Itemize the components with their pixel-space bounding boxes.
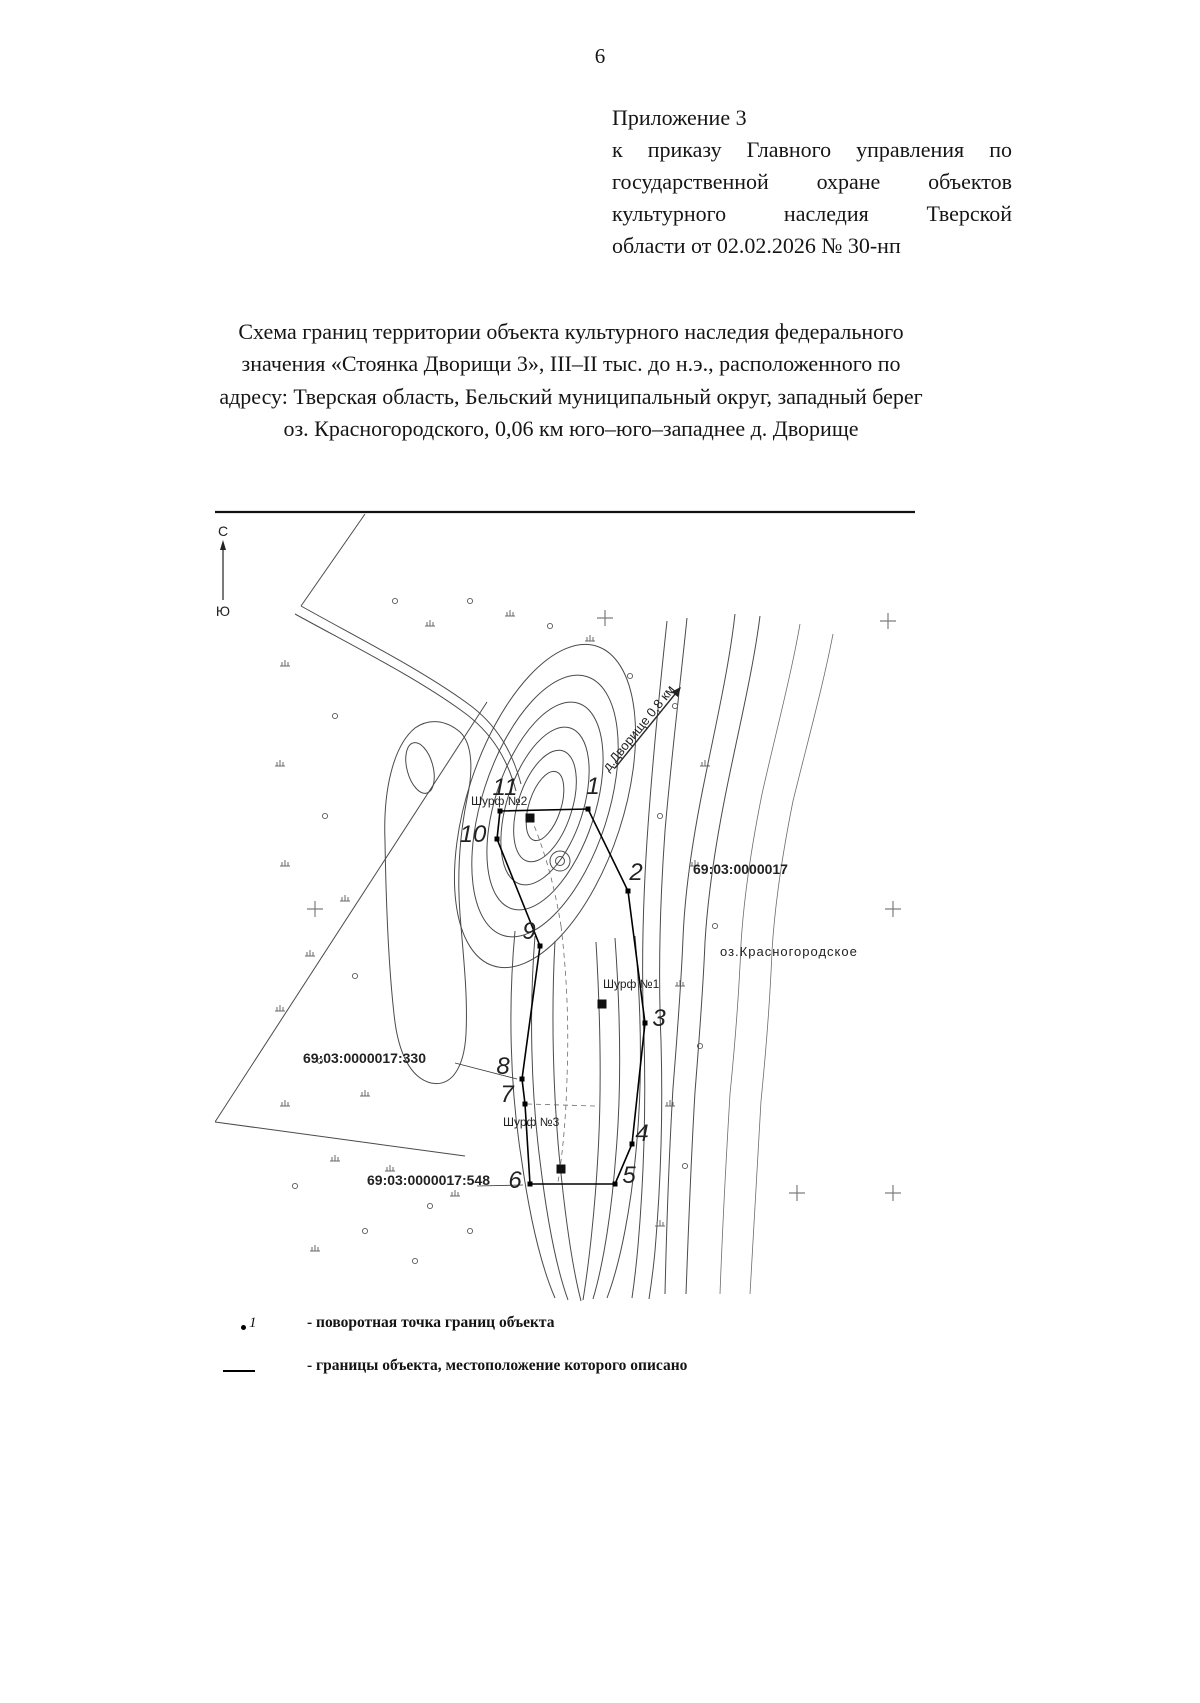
cadastral-label-2: 69:03:0000017:330 (303, 1050, 426, 1066)
order-line: к приказу Главного управления по (612, 136, 1012, 162)
order-line: культурного наследия Тверской (612, 200, 1012, 226)
cadastral-label-1: 69:03:0000017 (693, 861, 788, 877)
point-number-8: 8 (496, 1053, 510, 1080)
turning-point-5 (612, 1181, 618, 1187)
point-number-10: 10 (460, 821, 487, 848)
test-pit-label-3: Шурф №3 (503, 1115, 560, 1129)
point-number-6: 6 (508, 1167, 522, 1194)
point-dot-icon (241, 1324, 246, 1330)
compass-north-label: С (218, 523, 228, 539)
test-pits: Шурф №2 Шурф №1 Шурф №3 (471, 794, 660, 1174)
north-arrow: С Ю (216, 523, 230, 619)
site-plan-map: С Ю (215, 510, 915, 1302)
legend-text: - поворотная точка границ объекта (307, 1314, 555, 1331)
lake-label: оз.Красногородское (720, 944, 858, 959)
boundary-line-symbol (215, 1360, 307, 1372)
point-number-11: 11 (493, 774, 518, 801)
turning-point-11 (497, 808, 503, 814)
site-plan-figure: С Ю (215, 506, 915, 1316)
boundary-line-icon (223, 1370, 255, 1372)
terrain-symbols (274, 597, 719, 1265)
order-line: области от 02.02.2026 № 30-нп (612, 232, 901, 258)
grid-crosses (307, 610, 901, 1201)
legend-item-boundary: - границы объекта, местоположение которо… (215, 1351, 935, 1381)
turning-point-1 (585, 806, 591, 812)
turning-point-symbol: 1 (215, 1315, 307, 1332)
site-boundary (496, 808, 646, 1185)
direction-arrow-label: д.Дворище 0,8 км (599, 682, 678, 774)
test-pit-marker-3 (556, 1164, 566, 1174)
legend-text: - границы объекта, местоположение которо… (307, 1357, 688, 1374)
turning-point-3 (642, 1020, 648, 1026)
cadastral-labels: 69:03:0000017 69:03:0000017:330 69:03:0000… (303, 861, 788, 1188)
point-number-5: 5 (622, 1162, 636, 1189)
title-line: оз. Красногородского, 0,06 км юго–юго–за… (283, 415, 859, 441)
compass-south-label: Ю (216, 603, 230, 619)
turning-point-9 (537, 943, 543, 949)
point-number-1: 1 (586, 773, 599, 800)
test-pit-marker-1 (525, 813, 535, 823)
title-line: адресу: Тверская область, Бельский муниц… (219, 383, 923, 409)
legend: 1 - поворотная точка границ объекта - гр… (215, 1308, 935, 1394)
cadastral-label-3: 69:03:0000017:548 (367, 1172, 490, 1188)
appendix-title: Приложение 3 (612, 105, 747, 130)
point-number-2: 2 (628, 859, 642, 886)
legend-item-turning-point: 1 - поворотная точка границ объекта (215, 1308, 935, 1338)
point-number-7: 7 (500, 1081, 515, 1108)
point-sample-number: 1 (249, 1314, 257, 1331)
appendix-header: Приложение 3 к приказу Главного управлен… (612, 102, 1012, 261)
turning-point-2 (625, 888, 631, 894)
turning-point-4 (629, 1141, 635, 1147)
test-pit-marker-2 (597, 999, 607, 1009)
test-pit-label-2: Шурф №1 (603, 977, 660, 991)
title-line: Схема границ территории объекта культурн… (238, 319, 904, 344)
document-title: Схема границ территории объекта культурн… (146, 316, 996, 445)
title-line: значения «Стоянка Дворищи 3», III–II тыс… (241, 351, 901, 377)
contour-lines (215, 513, 834, 1302)
north-arrowhead (220, 540, 226, 550)
turning-point-10 (494, 836, 500, 842)
point-number-9: 9 (522, 918, 535, 945)
point-number-3: 3 (652, 1005, 666, 1032)
turning-point-6 (527, 1181, 533, 1187)
test-pit-label-1: Шурф №2 (471, 794, 528, 808)
order-line: государственной охране объектов (612, 168, 1012, 194)
point-number-4: 4 (635, 1120, 648, 1147)
direction-arrow: д.Дворище 0,8 км (599, 682, 681, 774)
turning-point-8 (519, 1076, 525, 1082)
turning-point-7 (522, 1101, 528, 1107)
page-number: 6 (594, 44, 606, 68)
